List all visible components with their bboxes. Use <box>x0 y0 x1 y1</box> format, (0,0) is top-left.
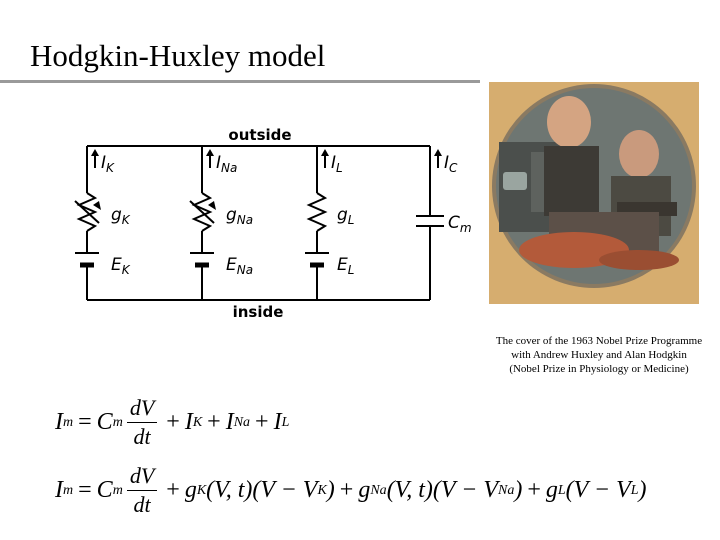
battery-label-na: ENa <box>226 255 253 277</box>
conductance-label-k: gK <box>111 205 131 227</box>
conductance-label-na: gNa <box>226 205 253 227</box>
current-label-k: IK <box>101 153 115 175</box>
circuit-diagram: outside inside IK INa IL IC gK gNa gL EK… <box>74 126 472 321</box>
conductance-label-l: gL <box>337 205 354 227</box>
battery-label-l: EL <box>337 255 354 277</box>
photo-caption: The cover of the 1963 Nobel Prize Progra… <box>478 334 720 376</box>
current-label-c: IC <box>444 153 458 175</box>
inside-label: inside <box>233 303 284 321</box>
derivative-fraction: dV dt <box>126 396 158 449</box>
battery-label-k: EK <box>111 255 131 277</box>
current-label-na: INa <box>216 153 237 175</box>
caption-line-2: with Andrew Huxley and Alan Hodgkin <box>511 349 687 361</box>
photo-illustration <box>489 82 699 304</box>
slide-title: Hodgkin-Huxley model <box>30 38 326 73</box>
nobel-programme-cover-photo <box>489 82 699 304</box>
current-label-l: IL <box>331 153 343 175</box>
caption-line-1: The cover of the 1963 Nobel Prize Progra… <box>495 335 703 347</box>
caption-line-3: (Nobel Prize in Physiology or Medicine) <box>509 363 689 375</box>
capacitor-label: Cm <box>448 213 472 235</box>
title-underline <box>0 80 480 83</box>
outside-label: outside <box>228 126 291 144</box>
derivative-fraction-2: dV dt <box>126 464 158 517</box>
